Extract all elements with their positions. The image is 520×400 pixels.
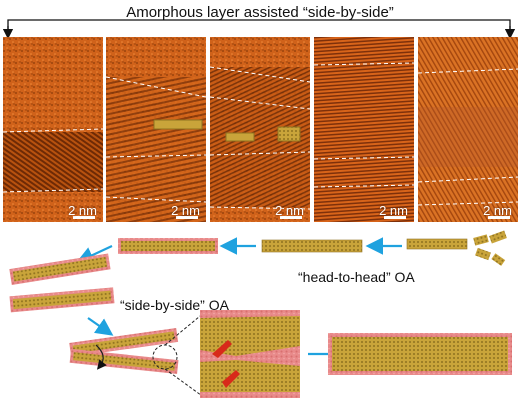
zoom-inset [200, 310, 300, 398]
rotation-arrow-icon [212, 340, 232, 358]
scale-bar-label: 2 nm [483, 203, 512, 218]
short-nanorods [406, 230, 507, 266]
label-head-to-head: “head-to-head” OA [298, 269, 415, 285]
scale-bar [73, 216, 95, 219]
hrtem-panel-1: 2 nm [3, 37, 103, 222]
scale-bar-label: 2 nm [68, 203, 97, 218]
scale-bar [488, 216, 510, 219]
fused-nanorod [261, 239, 363, 253]
hrtem-panel-2: 2 nm [106, 37, 206, 222]
zoom-line-bottom [164, 368, 206, 399]
coated-nanorod [118, 238, 218, 254]
scale-bar [384, 216, 406, 219]
figure-title: Amorphous layer assisted “side-by-side” [126, 4, 394, 21]
scale-bar-label: 2 nm [379, 203, 408, 218]
scale-bar-label: 2 nm [275, 203, 304, 218]
scale-bar [176, 216, 198, 219]
coated-nanorod-tilted [9, 253, 111, 285]
final-nanorod [328, 333, 512, 375]
zoom-line-top [164, 311, 206, 346]
scale-bar [280, 216, 302, 219]
scale-bar-label: 2 nm [171, 203, 200, 218]
label-side-by-side: “side-by-side” OA [120, 297, 229, 313]
rotation-arrow-icon [222, 370, 240, 388]
arrow-4 [87, 317, 114, 336]
hrtem-panel-3: 2 nm [210, 37, 310, 222]
coated-nanorod-lower [9, 287, 115, 313]
attaching-pair [69, 328, 179, 375]
hrtem-panel-4: 2 nm [314, 37, 414, 222]
hrtem-panel-5: 2 nm [418, 37, 518, 222]
